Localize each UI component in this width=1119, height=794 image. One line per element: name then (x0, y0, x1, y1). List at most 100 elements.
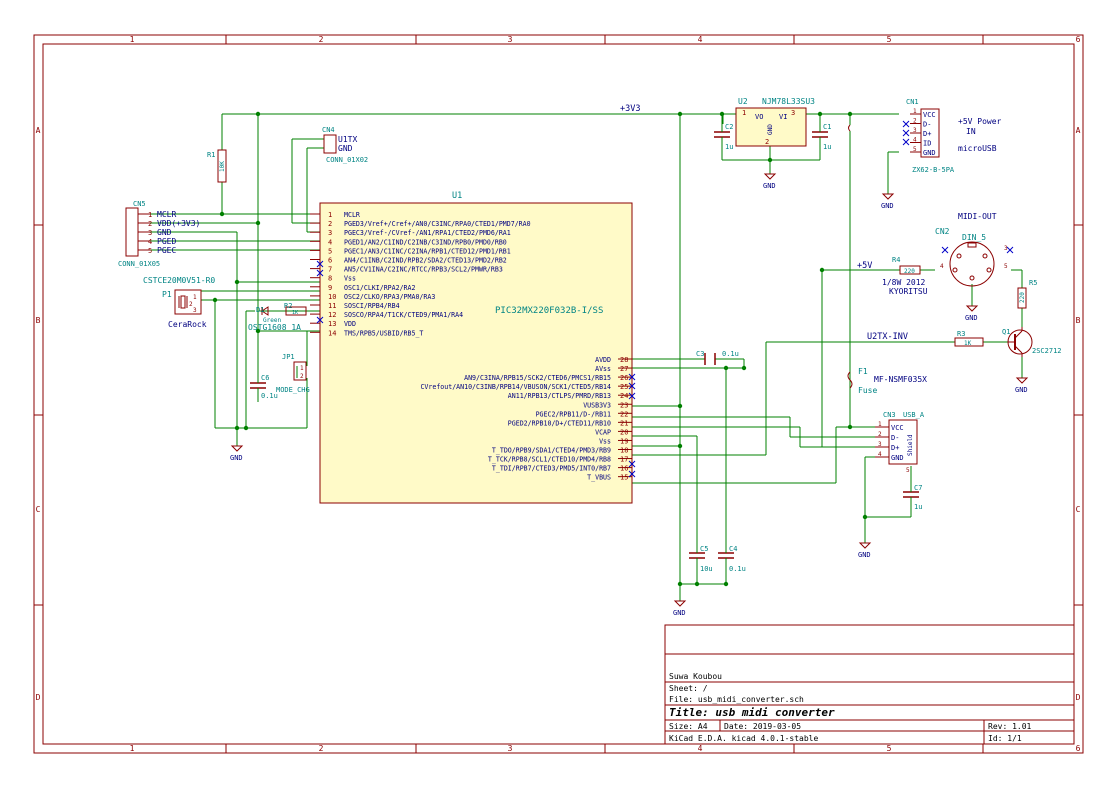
cn1-pin-name: D+ (923, 130, 931, 138)
cn1-ref: CN1 (906, 98, 919, 106)
jp1-jumper[interactable]: JP1 MODE_CHG 1 2 (276, 353, 310, 394)
u2-value: NJM78L33SU3 (762, 97, 815, 106)
u2-ref: U2 (738, 97, 748, 106)
r4-resistor[interactable]: R4 220 1/8W 2012 KYORITSU (882, 256, 928, 296)
u1-pin-number: 20 (620, 428, 628, 436)
r3-resistor[interactable]: R3 1K (954, 330, 984, 347)
f1-fuse[interactable]: F1 Fuse MF-NSMF035X (847, 367, 927, 395)
c6-value: 0.1u (261, 392, 278, 400)
row-label-left: B (36, 316, 41, 325)
gnd-symbol: GND (763, 172, 777, 190)
r5-resistor[interactable]: R5 220 (1017, 279, 1037, 309)
net-labels: +3V3 +5V U2TX-INV (620, 104, 908, 342)
p1-resonator[interactable]: P1 CSTCE20M0V51-R0 CeraRock 1 3 2 (143, 276, 215, 329)
r4-ref: R4 (892, 256, 900, 264)
no-connect-mark (941, 246, 949, 254)
cn5-pin-name: MCLR (157, 210, 176, 219)
cn5-pin-name: PGEC (157, 246, 176, 255)
cn4-connector[interactable]: CN4 U1TX GND CONN_01X02 (322, 126, 368, 164)
f1-ref: F1 (858, 367, 868, 376)
u1-pin-number: 7 (328, 266, 332, 274)
u1-pin-name: AN4/C1INB/C2IND/RPB2/SDA2/CTED13/PMD2/RB… (344, 257, 507, 265)
u1-right-pins: 28AVDD27AVss26AN9/C3INA/RPB15/SCK2/CTED6… (420, 356, 632, 482)
no-connect-mark (316, 316, 324, 324)
cn1-pin-number: 1 (913, 108, 917, 115)
p1-pin3: 3 (193, 307, 197, 314)
gnd-label: GND (763, 182, 776, 190)
cn2-din5[interactable]: MIDI-OUT CN2 DIN_5 4 5 3 (935, 212, 1008, 287)
row-label-right: C (1076, 505, 1081, 514)
c7-value: 1u (914, 503, 922, 511)
u2-regulator[interactable]: U2 NJM78L33SU3 VO VI GND 1 3 2 (735, 97, 815, 147)
u1-pin-number: 5 (328, 247, 332, 255)
u2-pin1: 1 (742, 109, 746, 117)
col-label-bottom: 1 (130, 744, 135, 753)
cn5-pin-number: 4 (148, 238, 152, 246)
u1-pin-name: T_TCK/RPB8/SCL1/CTED10/PMD4/RB8 (488, 456, 611, 464)
capacitor-labels: C2 1u C1 1u C3 0.1u C5 10u C4 0.1u C6 0.… (261, 123, 922, 573)
u1-pin-number: 26 (620, 374, 628, 382)
u1-pin-name: AVDD (595, 356, 611, 364)
u1-pin-name: PGED2/RPB10/D+/CTED11/RB10 (508, 419, 611, 427)
u1-pin-17: 17T_TCK/RPB8/SCL1/CTED10/PMD4/RB8 (488, 456, 632, 464)
cn3-pin-name: D- (891, 434, 899, 442)
r2-resistor[interactable]: R2 1K (284, 302, 307, 316)
col-label-top: 2 (319, 35, 324, 44)
cn4-pin-gnd: GND (338, 144, 353, 153)
gnd-label: GND (965, 314, 978, 322)
u1-pin-number: 25 (620, 383, 628, 391)
col-label-top: 5 (887, 35, 892, 44)
r1-ref: R1 (207, 151, 215, 159)
cn1-note-power: +5V Power (958, 117, 1002, 126)
cn1-value: ZX62-B-5PA (912, 166, 955, 174)
u1-pin-name: CVrefout/AN10/C3INB/RPB14/VBUSON/SCK1/CT… (420, 383, 611, 391)
cn1-pin-number: 5 (913, 146, 917, 153)
c3-ref: C3 (696, 350, 704, 358)
jp1-ref: JP1 (282, 353, 295, 361)
tb-id: Id: 1/1 (988, 734, 1022, 743)
f1-part: MF-NSMF035X (874, 375, 927, 384)
u1-pin-name: SOSCI/RPB4/RB4 (344, 302, 400, 310)
f1-value: Fuse (858, 386, 877, 395)
p1-value: CSTCE20M0V51-R0 (143, 276, 215, 285)
cn5-value: CONN_01X05 (118, 260, 160, 268)
cn1-pin-number: 3 (913, 127, 917, 134)
c5-value: 10u (700, 565, 713, 573)
c1-ref: C1 (823, 123, 831, 131)
c6-ref: C6 (261, 374, 269, 382)
cn5-ref: CN5 (133, 200, 146, 208)
u1-pin-name: AVss (595, 365, 611, 373)
gnd-label: GND (230, 454, 243, 462)
u1-value: PIC32MX220F032B-I/SS (495, 306, 603, 316)
u1-pin-number: 15 (620, 474, 628, 482)
u1-pin-number: 8 (328, 275, 332, 283)
cn5-pin-name: GND (157, 228, 172, 237)
net-label-u2tx-inv: U2TX-INV (867, 332, 908, 342)
row-label-left: A (36, 126, 41, 135)
cn3-pin-number: 2 (878, 431, 882, 438)
cn3-value: USB_A (903, 411, 925, 419)
q1-transistor[interactable]: Q1 2SC2712 (1002, 327, 1062, 357)
r4-value: 220 (904, 268, 915, 275)
u2-gnd: GND (767, 124, 774, 135)
d1-led[interactable]: D1 Green OSTG1608 1A (248, 306, 301, 332)
u1-pin-name: PGEC1/AN3/C1INC/C2INA/RPB1/CTED12/PMD1/R… (344, 247, 511, 255)
r1-resistor[interactable]: R1 10K (207, 149, 227, 183)
d1-ref: D1 (256, 306, 264, 314)
r5-value: 220 (1019, 292, 1026, 303)
u1-pin-number: 11 (328, 302, 336, 310)
r4-note-2: KYORITSU (889, 287, 928, 296)
